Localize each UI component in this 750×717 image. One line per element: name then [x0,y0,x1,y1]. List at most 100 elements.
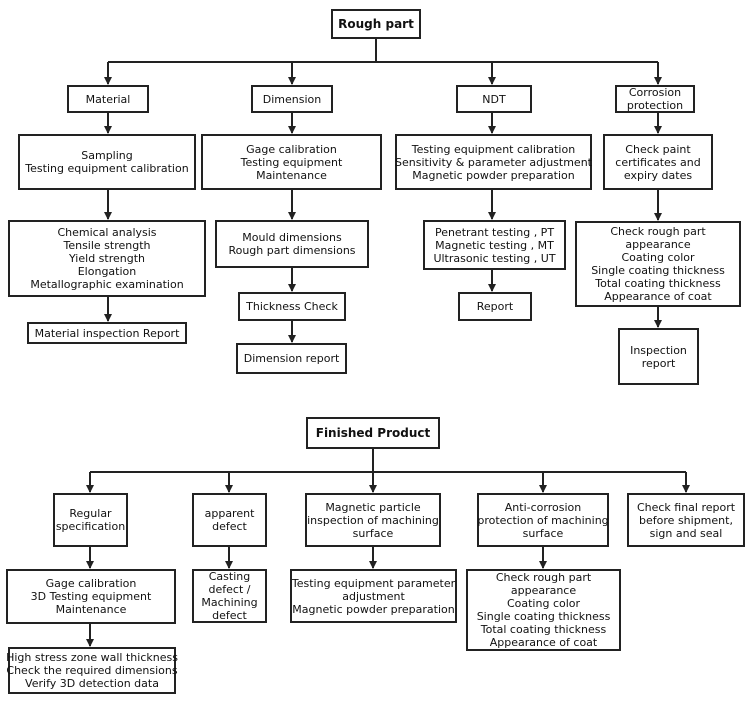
anti-corrosion-check-item: Coating color [506,597,581,610]
ndt-test-item: Ultrasonic testing , UT [433,251,556,265]
ndt-tests-box: Penetrant testing , PT Magnetic testing … [423,220,566,270]
regular-spec-header-line: specification [55,520,126,533]
dimension-report-label: Dimension report [243,352,340,365]
dimension-checks-box: Mould dimensions Rough part dimensions [215,220,369,268]
dimension-check-item: Rough part dimensions [228,244,356,257]
ndt-prep-box: Testing equipment calibration Sensitivit… [395,134,592,190]
regular-prep-box: Gage calibration 3D Testing equipment Ma… [6,569,176,624]
anti-corrosion-header-line: surface [522,526,564,540]
corrosion-report-line: report [641,356,676,370]
material-report-label: Material inspection Report [34,326,180,340]
ndt-prep-line: Testing equipment calibration [411,142,576,156]
apparent-defect-check-line: Casting [208,570,251,583]
apparent-defect-header-line: apparent [204,507,255,520]
anti-corrosion-header-line: Anti-corrosion [504,500,582,514]
material-report-box: Material inspection Report [27,322,187,344]
material-header-label: Material [85,92,131,106]
regular-spec-header-line: Regular [69,507,112,520]
material-test-item: Elongation [77,265,137,278]
final-report-line: sign and seal [649,526,723,540]
corrosion-report-line: Inspection [630,343,687,357]
magnetic-particle-check-line: Testing equipment parameter [291,576,456,590]
ndt-prep-line: Sensitivity & parameter adjustment [395,155,592,169]
corrosion-check-item: Single coating thickness [591,264,725,277]
corrosion-prep-line: expiry dates [623,168,693,182]
material-prep-line: Testing equipment calibration [25,162,189,175]
corrosion-report-box: Inspection report [618,328,699,385]
ndt-report-box: Report [458,292,532,321]
anti-corrosion-check-item: Appearance of coat [489,636,598,649]
material-test-item: Metallographic examination [30,278,184,291]
regular-check-item: Verify 3D detection data [25,677,159,690]
apparent-defect-check-line: defect / [208,583,251,596]
magnetic-particle-check-line: adjustment [342,589,405,603]
corrosion-prep-box: Check paint certificates and expiry date… [603,134,713,190]
thickness-check-box: Thickness Check [238,292,346,321]
material-prep-line: Sampling [81,149,133,162]
magnetic-particle-header-line: inspection of machining [307,513,439,527]
dimension-report-box: Dimension report [236,343,347,374]
final-report-box: Check final report before shipment, sign… [627,493,745,547]
corrosion-check-item: Coating color [621,251,695,264]
corrosion-check-item: Check rough part [610,225,706,238]
finished-product-root: Finished Product [306,417,440,449]
anti-corrosion-checks-box: Check rough part appearance Coating colo… [466,569,621,651]
material-test-item: Tensile strength [63,239,151,252]
anti-corrosion-check-item: Check rough part [495,571,592,584]
corrosion-prep-line: certificates and [615,155,701,169]
corrosion-header-line: Corrosion [628,86,682,99]
dimension-prep-line: Maintenance [256,168,327,182]
thickness-check-label: Thickness Check [246,300,338,313]
material-tests-box: Chemical analysis Tensile strength Yield… [8,220,206,297]
final-report-line: Check final report [636,500,736,514]
regular-prep-line: Gage calibration [45,577,137,590]
dimension-prep-line: Testing equipment [240,155,343,169]
anti-corrosion-header: Anti-corrosion protection of machining s… [477,493,609,547]
magnetic-particle-header-line: surface [352,526,394,540]
magnetic-particle-header-line: Magnetic particle [325,500,421,514]
regular-prep-line: Maintenance [55,603,127,616]
apparent-defect-check-line: defect [212,609,247,622]
magnetic-particle-check-line: Magnetic powder preparation [292,602,455,616]
rough-part-root-label: Rough part [338,16,414,31]
corrosion-header: Corrosion protection [615,85,695,113]
regular-check-item: Check the required dimensions [6,664,178,677]
ndt-report-label: Report [476,300,514,313]
corrosion-prep-line: Check paint [625,142,691,156]
ndt-test-item: Magnetic testing , MT [435,238,554,252]
dimension-check-item: Mould dimensions [242,231,342,244]
magnetic-particle-header: Magnetic particle inspection of machinin… [305,493,441,547]
magnetic-particle-checks-box: Testing equipment parameter adjustment M… [290,569,457,623]
regular-checks-box: High stress zone wall thickness Check th… [6,647,178,694]
regular-spec-header: Regular specification [53,493,128,547]
regular-prep-line: 3D Testing equipment [30,590,152,603]
final-report-line: before shipment, [639,513,733,527]
rough-part-root: Rough part [331,9,421,39]
apparent-defect-check-line: Machining [201,596,258,609]
dimension-header-label: Dimension [262,92,322,106]
corrosion-check-item: Total coating thickness [595,277,721,290]
dimension-header: Dimension [251,85,333,113]
anti-corrosion-header-line: protection of machining [477,513,609,527]
corrosion-header-line: protection [626,99,684,112]
anti-corrosion-check-item: appearance [510,584,577,597]
dimension-prep-box: Gage calibration Testing equipment Maint… [201,134,382,190]
ndt-header: NDT [456,85,532,113]
corrosion-checks-box: Check rough part appearance Coating colo… [575,221,741,307]
ndt-test-item: Penetrant testing , PT [434,225,555,239]
corrosion-check-item: Appearance of coat [604,290,712,303]
apparent-defect-checks-box: Casting defect / Machining defect [192,569,267,623]
material-test-item: Yield strength [68,252,146,265]
material-prep-box: Sampling Testing equipment calibration [18,134,196,190]
finished-product-root-label: Finished Product [315,425,431,440]
dimension-prep-line: Gage calibration [246,142,337,156]
material-header: Material [67,85,149,113]
anti-corrosion-check-item: Total coating thickness [480,623,607,636]
ndt-prep-line: Magnetic powder preparation [412,168,575,182]
regular-check-item: High stress zone wall thickness [6,651,178,664]
apparent-defect-header-line: defect [212,520,247,533]
material-test-item: Chemical analysis [57,226,157,239]
apparent-defect-header: apparent defect [192,493,267,547]
anti-corrosion-check-item: Single coating thickness [476,610,611,623]
